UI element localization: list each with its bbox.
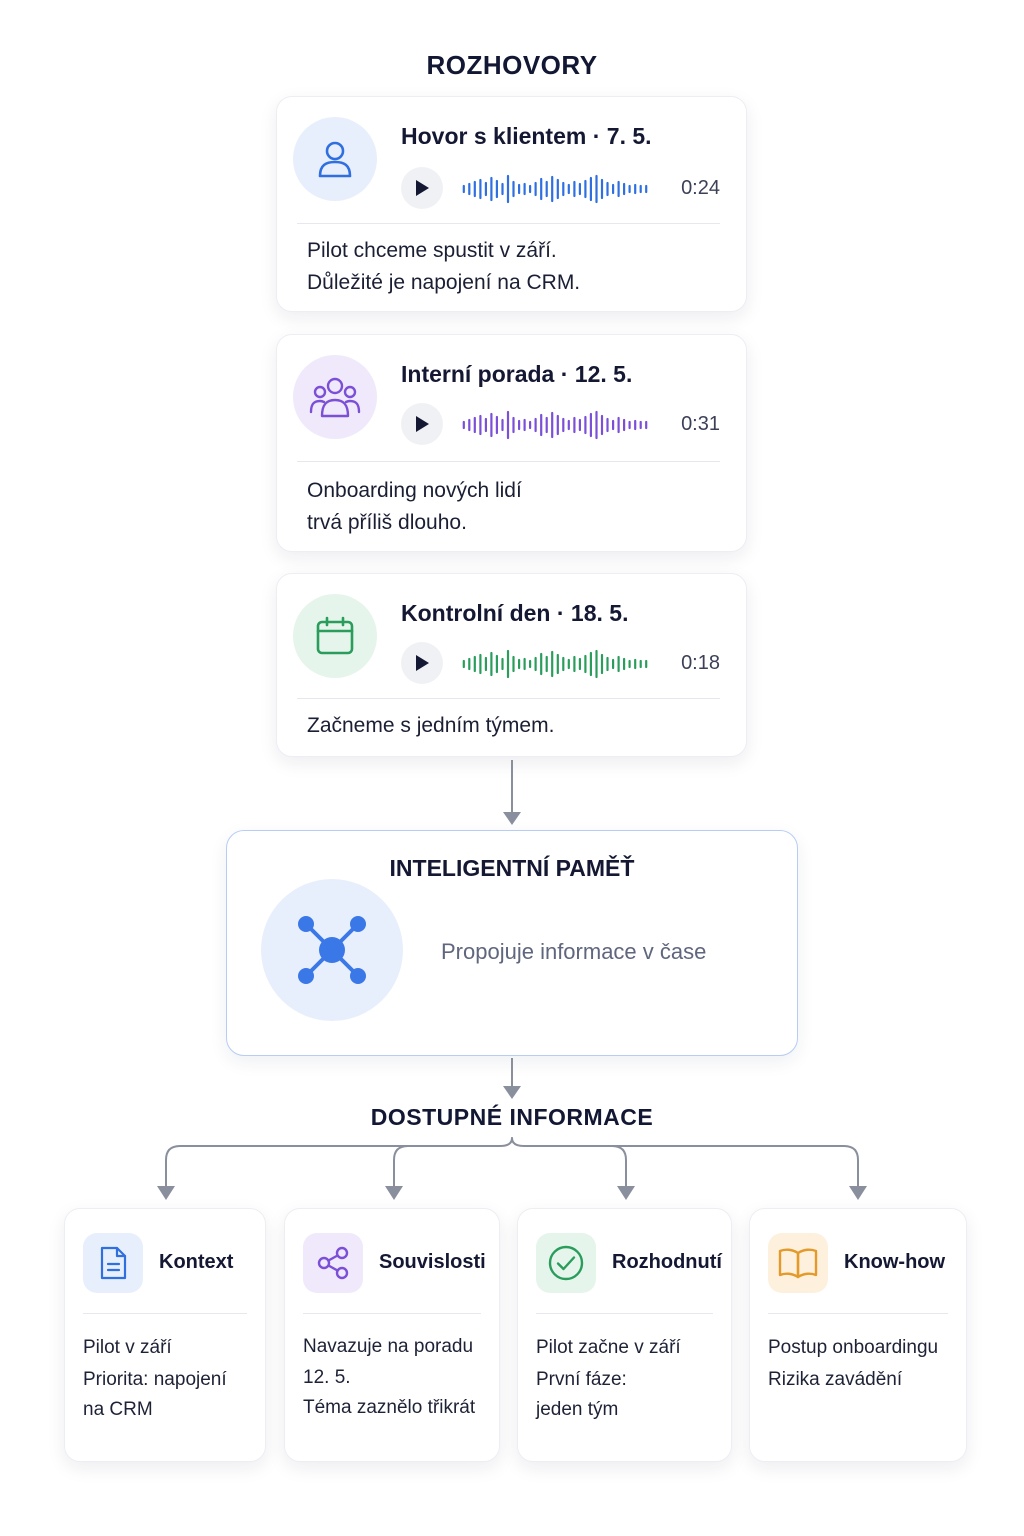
memory-title: INTELIGENTNÍ PAMĚŤ [389, 855, 635, 881]
info-line: 12. 5. [303, 1367, 351, 1388]
info-line: Navazuje na poradu [303, 1336, 474, 1357]
calendar-icon [293, 594, 377, 678]
check-circle-icon [536, 1233, 596, 1293]
info-card-context[interactable]: Kontext Pilot v září Priorita: napojení … [64, 1208, 266, 1462]
info-card-connections[interactable]: Souvislosti Navazuje na poradu 12. 5. Té… [284, 1208, 500, 1462]
conversation-card[interactable]: Interní porada · 12. 5. 0:31 Onboarding … [276, 334, 747, 552]
audio-duration: 0:31 [681, 413, 720, 435]
book-icon [768, 1233, 828, 1293]
info-card-title: Souvislosti [379, 1251, 486, 1273]
audio-duration: 0:24 [681, 177, 720, 199]
transcript-line: Důležité je napojení na CRM. [307, 271, 581, 294]
branch-connectors [157, 1137, 867, 1200]
arrow-head-icon [503, 812, 521, 825]
divider [768, 1313, 948, 1314]
user-icon [293, 117, 377, 201]
waveform[interactable] [461, 171, 649, 207]
intelligent-memory-box: INTELIGENTNÍ PAMĚŤ Propojuje informace v… [226, 830, 798, 1056]
connector-line [511, 1058, 513, 1088]
play-icon [416, 180, 429, 196]
transcript-line: Onboarding nových lidí [307, 479, 522, 502]
info-card-knowhow[interactable]: Know-how Postup onboardingu Rizika zavád… [749, 1208, 967, 1462]
conversation-title: Hovor s klientem · 7. 5. [401, 123, 652, 149]
group-icon [293, 355, 377, 439]
available-info-heading: DOSTUPNÉ INFORMACE [370, 1104, 654, 1130]
document-icon [83, 1233, 143, 1293]
info-line: Pilot začne v září [536, 1337, 681, 1358]
info-card-decision[interactable]: Rozhodnutí Pilot začne v září První fáze… [517, 1208, 732, 1462]
play-icon [416, 416, 429, 432]
conversation-title: Kontrolní den · 18. 5. [401, 600, 629, 626]
conversation-card[interactable]: Hovor s klientem · 7. 5. 0:24 Pilot chce… [276, 96, 747, 312]
waveform[interactable] [461, 646, 649, 682]
play-icon [416, 655, 429, 671]
info-line: jeden tým [536, 1399, 619, 1420]
conversation-card[interactable]: Kontrolní den · 18. 5. 0:18 Začneme s je… [276, 573, 747, 757]
connector-line [511, 760, 513, 818]
info-line: Priorita: napojení [83, 1369, 227, 1390]
divider [297, 223, 720, 224]
play-button[interactable] [401, 167, 443, 209]
transcript-line: Pilot chceme spustit v září. [307, 239, 557, 262]
divider [536, 1313, 713, 1314]
memory-description: Propojuje informace v čase [441, 939, 707, 964]
arrow-head-icon [503, 1086, 521, 1099]
audio-duration: 0:18 [681, 652, 720, 674]
info-line: Rizika zavádění [768, 1369, 903, 1390]
info-line: Pilot v září [83, 1337, 172, 1358]
conversation-transcript: Začneme s jedním týmem. [307, 710, 554, 742]
conversation-title: Interní porada · 12. 5. [401, 361, 633, 387]
share-icon [303, 1233, 363, 1293]
info-card-title: Know-how [844, 1251, 946, 1273]
info-card-title: Kontext [159, 1251, 234, 1273]
conversations-heading: ROZHOVORY [426, 50, 598, 80]
info-line: Téma zaznělo třikrát [303, 1397, 476, 1418]
play-button[interactable] [401, 403, 443, 445]
divider [83, 1313, 247, 1314]
info-line: na CRM [83, 1399, 153, 1420]
waveform[interactable] [461, 407, 649, 443]
conversation-transcript: Onboarding nových lidí trvá příliš dlouh… [307, 475, 522, 539]
info-line: Postup onboardingu [768, 1337, 939, 1358]
info-card-title: Rozhodnutí [612, 1251, 722, 1273]
divider [297, 461, 720, 462]
play-button[interactable] [401, 642, 443, 684]
transcript-line: trvá příliš dlouho. [307, 511, 467, 534]
info-line: První fáze: [536, 1369, 627, 1390]
network-hub-icon [261, 879, 403, 1021]
divider [297, 698, 720, 699]
divider [303, 1313, 481, 1314]
transcript-line: Začneme s jedním týmem. [307, 714, 555, 737]
conversation-transcript: Pilot chceme spustit v září. Důležité je… [307, 235, 580, 299]
